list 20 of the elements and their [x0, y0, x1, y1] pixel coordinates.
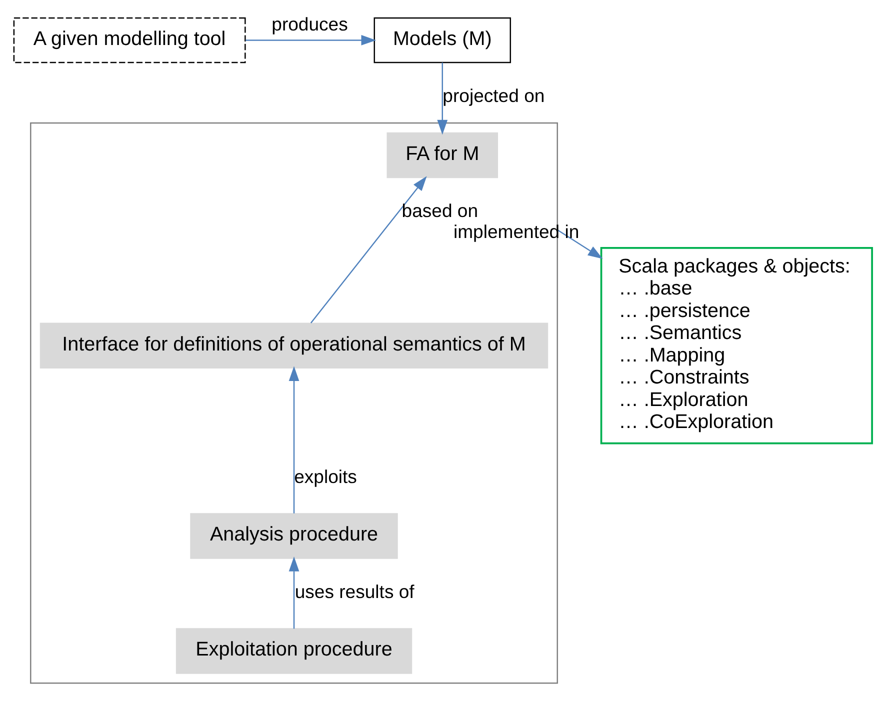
arrow — [245, 35, 376, 46]
edge-label: projected on — [442, 85, 544, 106]
arrow — [436, 62, 448, 135]
arrow — [288, 366, 299, 514]
node-box: A given modelling tool — [12, 17, 246, 64]
arrow — [310, 176, 426, 324]
node-box: FA for M — [386, 132, 498, 178]
node-box: Models (M) — [373, 17, 510, 64]
node-box: Interface for definitions of operational semantics of M — [39, 322, 548, 368]
edge-label: implemented in — [453, 220, 579, 242]
cluster — [30, 122, 558, 684]
edge-label: based on — [401, 200, 478, 222]
node-box: Exploitation procedure — [175, 628, 412, 674]
edge-label: produces — [271, 13, 348, 34]
node-box: Analysis procedure — [190, 513, 398, 559]
edge-label: uses results of — [294, 580, 414, 602]
node-box: Scala packages & objects: … .base … .persistence … .Semantics … .Mapping … .Constraints … .Exploration … .CoExploration — [600, 247, 872, 444]
arrow — [288, 556, 299, 629]
arrow — [556, 229, 602, 259]
edge-label: exploits — [294, 466, 356, 487]
